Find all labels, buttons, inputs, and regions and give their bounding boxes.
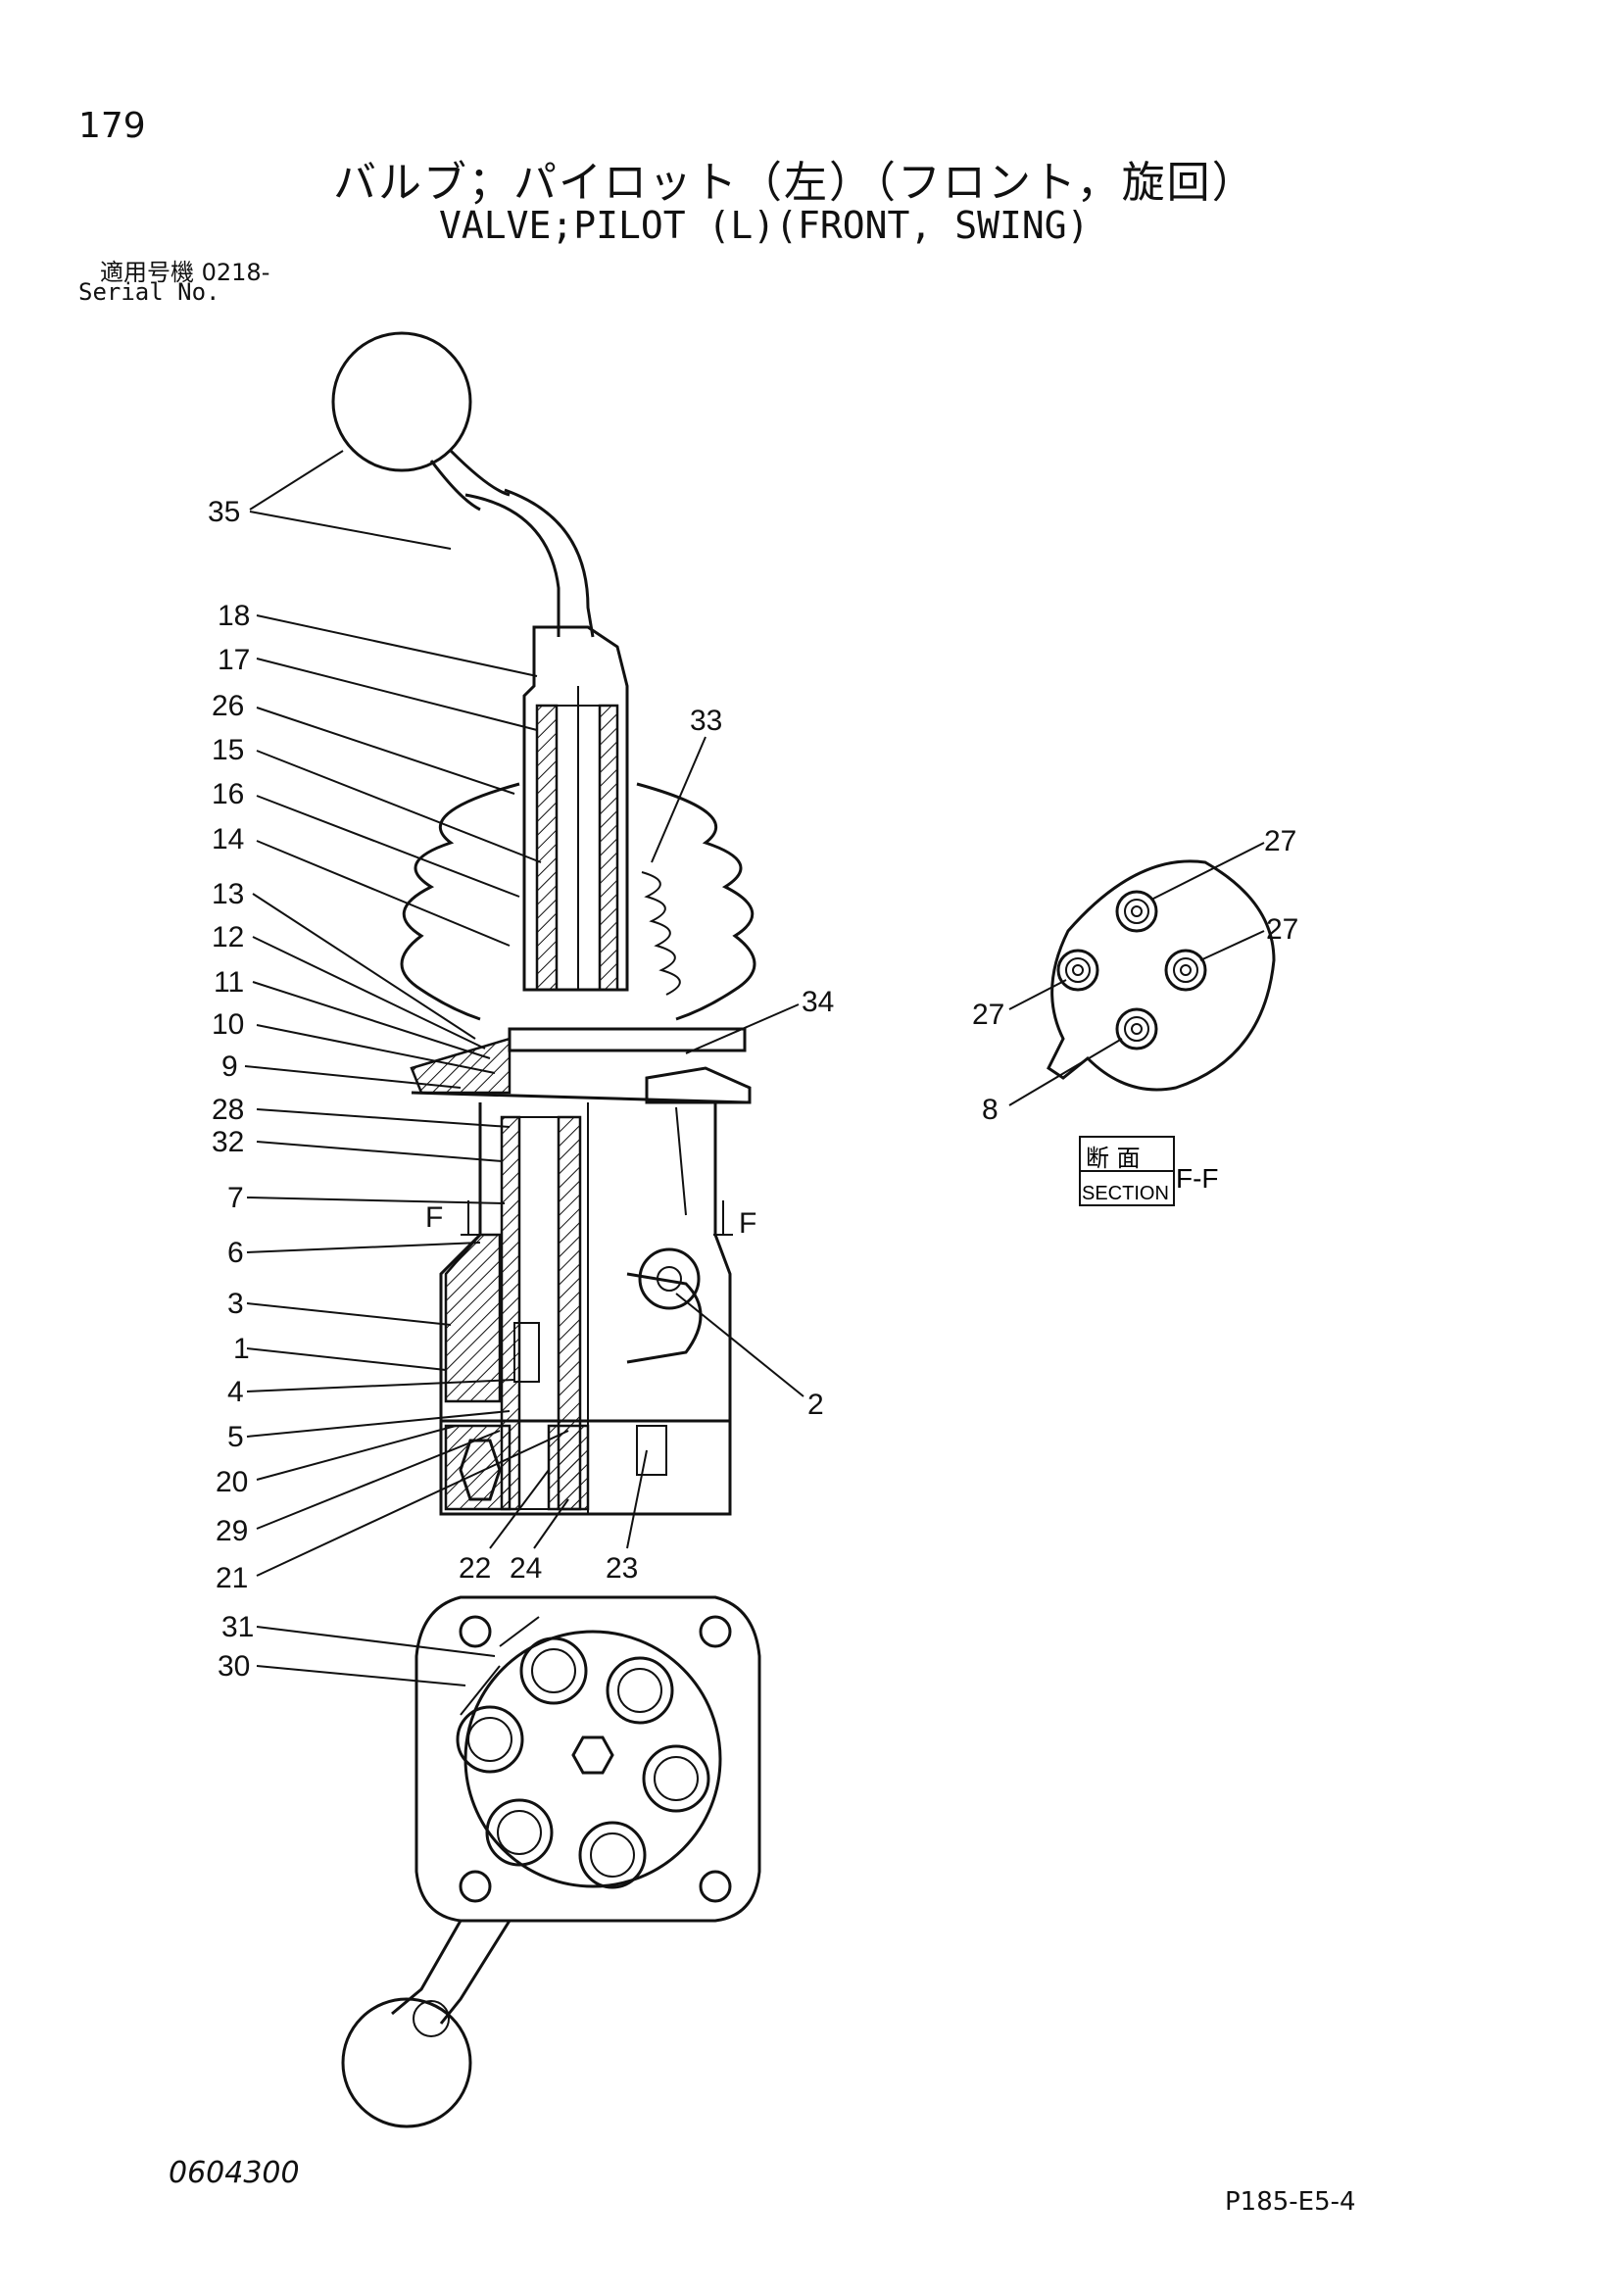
callout-21: 21 (216, 1562, 248, 1594)
bore-4 (578, 1821, 647, 1889)
section-mark-letter: F (739, 1207, 756, 1240)
callout-26: 26 (212, 690, 244, 722)
callout-11: 11 (214, 966, 244, 999)
callout-24: 24 (510, 1552, 542, 1585)
callout-23: 23 (606, 1552, 638, 1585)
center-hex (571, 1735, 614, 1775)
callout-27: 27 (972, 999, 1004, 1031)
callout-31: 31 (221, 1611, 254, 1643)
port-right (1164, 949, 1207, 992)
section-ff-view (1047, 859, 1276, 1092)
callout-4: 4 (227, 1376, 244, 1408)
callout-12: 12 (212, 921, 244, 953)
callout-17: 17 (218, 644, 250, 676)
port-bottom (1115, 1007, 1158, 1050)
callout-8: 8 (982, 1094, 999, 1126)
page-code: P185-E5-4 (1225, 2187, 1356, 2217)
callout-33: 33 (690, 705, 722, 737)
callout-10: 10 (212, 1008, 244, 1041)
callout-22: 22 (459, 1552, 491, 1585)
callout-28: 28 (212, 1094, 244, 1126)
bore-2 (606, 1656, 674, 1725)
callout-2: 2 (807, 1389, 824, 1421)
callout-6: 6 (227, 1237, 244, 1269)
lever-knob (331, 331, 595, 638)
callout-34: 34 (802, 986, 834, 1018)
port-left (1056, 949, 1099, 992)
spring (641, 871, 681, 996)
callout-14: 14 (212, 823, 244, 855)
callout-27: 27 (1264, 825, 1296, 857)
drawing-code: 0604300 (169, 2156, 300, 2190)
callout-5: 5 (227, 1421, 244, 1453)
section-mark-letter: F (425, 1201, 443, 1234)
title-english: VALVE;PILOT (L)(FRONT, SWING) (439, 204, 1090, 247)
callout-3: 3 (227, 1288, 244, 1320)
callout-35: 35 (208, 496, 240, 528)
callout-7: 7 (227, 1182, 244, 1214)
upper-body (522, 625, 629, 992)
section-mark-right: F (713, 1200, 756, 1240)
section-mark-left: F (425, 1200, 480, 1236)
callout-30: 30 (218, 1650, 250, 1683)
page-number: 179 (78, 106, 146, 146)
callout-9: 9 (221, 1050, 238, 1083)
serial-label-english: Serial No. (78, 278, 220, 306)
bottom-plan-view (414, 1595, 761, 1923)
bottom-lever (341, 1920, 512, 2128)
callout-32: 32 (212, 1126, 244, 1158)
callout-18: 18 (218, 600, 250, 632)
callout-1: 1 (233, 1333, 250, 1365)
callout-16: 16 (212, 778, 244, 810)
casing (439, 1102, 732, 1516)
bore-5 (485, 1798, 554, 1867)
section-label-name: F-F (1176, 1163, 1219, 1194)
bore-3 (642, 1744, 710, 1813)
callout-29: 29 (216, 1515, 248, 1547)
callout-13: 13 (212, 878, 244, 910)
bore-6 (456, 1705, 524, 1774)
callout-27: 27 (1266, 913, 1298, 946)
section-label-jp: 断 面 (1086, 1145, 1141, 1172)
serial-label-japanese: 適用号機 0218- (100, 259, 270, 286)
bore-1 (519, 1637, 588, 1705)
callout-15: 15 (212, 734, 244, 766)
callouts: 35 18 17 26 15 16 14 13 12 11 10 9 28 32… (208, 450, 1298, 1686)
port-top (1115, 890, 1158, 933)
section-label-box: 断 面 SECTION F-F (1079, 1136, 1219, 1206)
section-label-en: SECTION (1082, 1183, 1169, 1204)
callout-20: 20 (216, 1466, 248, 1498)
title-japanese: バルブ；パイロット（左）（フロント，旋回） (333, 158, 1257, 208)
